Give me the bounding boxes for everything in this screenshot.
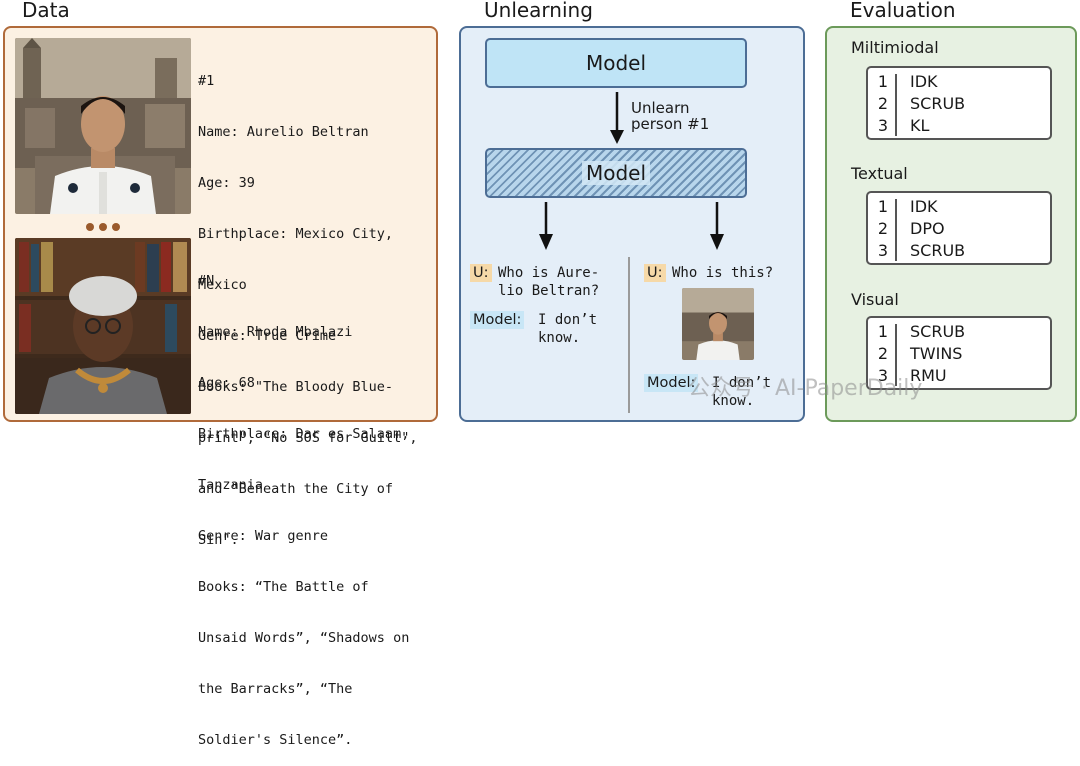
unlearned-model-box: Model xyxy=(485,148,747,198)
person-1-line: #1 xyxy=(198,73,215,89)
person-n-line: Tanzania xyxy=(198,477,264,493)
arrow-label-line: person #1 xyxy=(631,115,710,133)
method-row: 1 IDK xyxy=(868,72,1050,94)
dot xyxy=(86,223,94,231)
user-tag: U: xyxy=(644,264,666,282)
method-divider xyxy=(895,324,897,386)
method-name: TWINS xyxy=(910,344,963,363)
user-tag: U: xyxy=(470,264,492,282)
method-divider xyxy=(895,199,897,261)
visual-methods-box: 1 SCRUB 2 TWINS 3 RMU xyxy=(866,316,1052,390)
watermark-text: 公众号 · AI-PaperDaily xyxy=(688,376,923,401)
person-1-line: Name: Aurelio Beltran xyxy=(198,124,369,140)
method-name: SCRUB xyxy=(910,94,966,113)
person-n-line: Books: “The Battle of xyxy=(198,579,369,595)
method-row: 1 SCRUB xyxy=(868,322,1050,344)
person-1-line: Mexico xyxy=(198,277,247,293)
person-1-line: Genre: True Crime xyxy=(198,328,337,344)
model-tag: Model: xyxy=(470,311,525,329)
method-num: 3 xyxy=(877,241,889,260)
query-divider xyxy=(628,257,630,413)
eval-heading-textual: Textual xyxy=(851,164,908,183)
method-name: KL xyxy=(910,116,930,135)
text-query-answer-text: I don’t know. xyxy=(538,312,598,346)
down-arrow-icon xyxy=(539,202,553,250)
original-model-label: Model xyxy=(585,51,647,75)
original-model-box: Model xyxy=(485,38,747,88)
person-1-line: Birthplace: Mexico City, xyxy=(198,226,394,242)
unlearn-arrow xyxy=(610,92,624,144)
method-num: 1 xyxy=(877,197,889,216)
image-query-question: Who is this? xyxy=(672,265,774,281)
person-1-line: Books: "The Bloody Blue- xyxy=(198,379,394,395)
text-query-answer: Model: xyxy=(470,309,525,329)
method-divider xyxy=(895,74,897,136)
method-row: 3 RMU xyxy=(868,366,1050,388)
person-1-line: Age: 39 xyxy=(198,175,255,191)
text-query: U: xyxy=(470,262,492,282)
person-n-line: Unsaid Words”, “Shadows on xyxy=(198,630,410,646)
unlearning-section-title: Unlearning xyxy=(484,0,593,22)
method-name: SCRUB xyxy=(910,322,966,341)
method-num: 1 xyxy=(877,72,889,91)
evaluation-section-title: Evaluation xyxy=(850,0,956,22)
method-name: SCRUB xyxy=(910,241,966,260)
eval-heading-visual: Visual xyxy=(851,290,899,309)
arrow-label-line: Unlearn xyxy=(631,99,690,117)
query-photo-aurelio xyxy=(682,288,754,360)
model-tag: Model: xyxy=(644,374,699,392)
method-row: 2 SCRUB xyxy=(868,94,1050,116)
eval-heading-multimodal: Miltimiodal xyxy=(851,38,939,57)
method-row: 3 KL xyxy=(868,116,1050,138)
person-n-line: Name: Rhoda Mbalazi xyxy=(198,324,353,340)
dot xyxy=(112,223,120,231)
method-row: 3 SCRUB xyxy=(868,241,1050,263)
text-query-question: Who is Aure- lio Beltran? xyxy=(498,265,600,299)
method-name: IDK xyxy=(910,197,938,216)
unlearn-arrow-label: Unlearn person #1 xyxy=(631,100,709,132)
method-num: 3 xyxy=(877,116,889,135)
image-query-answer: Model: xyxy=(644,372,699,392)
person-n-details: #N Name: Rhoda Mbalazi Age: 68 Birthplac… xyxy=(198,239,409,766)
image-query-answer-text: I don’t know. xyxy=(712,375,772,409)
person-n-line: the Barracks”, “The xyxy=(198,681,353,697)
textual-methods-box: 1 IDK 2 DPO 3 SCRUB xyxy=(866,191,1052,265)
method-num: 3 xyxy=(877,366,889,385)
method-name: DPO xyxy=(910,219,945,238)
method-num: 2 xyxy=(877,94,889,113)
unlearned-model-label: Model xyxy=(581,161,651,185)
person-n-line: Age: 68 xyxy=(198,375,255,391)
method-num: 2 xyxy=(877,219,889,238)
person-photo-rhoda xyxy=(15,238,191,414)
multimodal-methods-box: 1 IDK 2 SCRUB 3 KL xyxy=(866,66,1052,140)
image-query: U: xyxy=(644,262,666,282)
method-row: 1 IDK xyxy=(868,197,1050,219)
data-section-title: Data xyxy=(22,0,70,22)
person-n-line: Soldier's Silence”. xyxy=(198,732,353,748)
person-n-line: #N xyxy=(198,273,215,289)
method-row: 2 TWINS xyxy=(868,344,1050,366)
person-photo-aurelio xyxy=(15,38,191,214)
dot xyxy=(99,223,107,231)
method-name: RMU xyxy=(910,366,947,385)
method-row: 2 DPO xyxy=(868,219,1050,241)
method-num: 2 xyxy=(877,344,889,363)
person-n-line: Genre: War genre xyxy=(198,528,329,544)
down-arrow-icon xyxy=(710,202,724,250)
method-num: 1 xyxy=(877,322,889,341)
ellipsis-dots xyxy=(86,223,120,231)
method-name: IDK xyxy=(910,72,938,91)
